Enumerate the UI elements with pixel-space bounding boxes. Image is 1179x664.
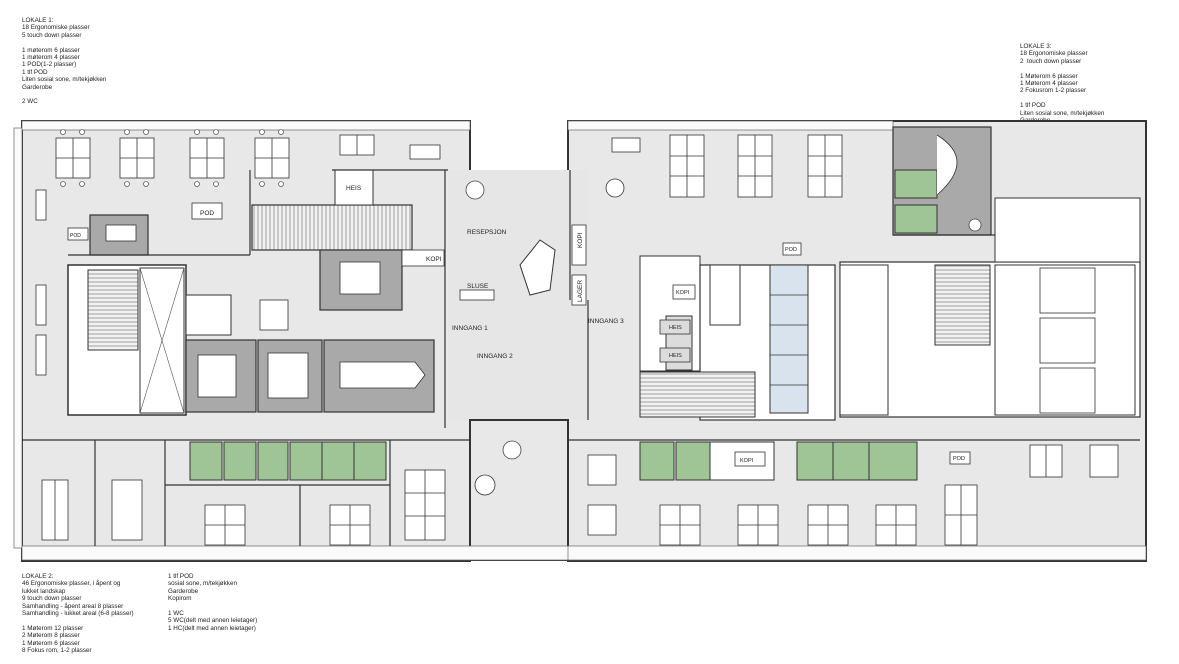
note-line: 18 Ergonomiske plasser <box>1020 50 1088 58</box>
label-inngang-3: INNGANG 3 <box>588 318 624 325</box>
focus-rooms <box>189 169 938 481</box>
note-line: LOKALE 3: <box>1020 43 1052 50</box>
label-kopi-core: KOPI <box>676 290 690 296</box>
label-kopi-vertical: KOPI <box>577 232 584 248</box>
stairwell-right <box>639 371 756 418</box>
kopi-room-center <box>401 249 445 267</box>
note-line: 1 Møterom 4 plasser <box>1020 80 1078 88</box>
note-line: LOKALE 1: <box>22 17 54 24</box>
note-line: 1 møterom 4 plasser <box>22 54 80 62</box>
note-line: 2 Fokusrom 1-2 plasser <box>1020 87 1087 95</box>
note-line: 18 Ergonomiske plasser <box>22 24 90 32</box>
lager-room <box>571 274 587 306</box>
label-pod-left: POD <box>200 210 214 217</box>
note-line: 1 POD(1-2 plasser) <box>22 61 77 69</box>
note-line: 9 touch down plasser <box>22 595 82 603</box>
note-line: 1 Møterom 6 plasser <box>22 639 80 647</box>
label-kopi-center: KOPI <box>426 256 442 263</box>
note-line: Kopirom <box>168 595 192 603</box>
stairwell-left <box>87 269 139 351</box>
note-line: Garderobe <box>168 587 199 595</box>
label-pod-right: POD <box>953 456 965 462</box>
label-pod-core: POD <box>785 247 797 253</box>
room-labels: HEIS POD POD RESEPSJON KOPI KOPI LAGER S… <box>70 185 965 464</box>
label-inngang-2: INNGANG 2 <box>477 353 513 360</box>
interior-walls <box>22 169 1140 546</box>
workstations-lokale2 <box>41 444 1119 546</box>
note-line: Samhandling - åpent areal 8 plasser <box>22 602 124 610</box>
label-pod-small: POD <box>70 233 81 239</box>
note-line: 5 touch down plasser <box>22 31 82 39</box>
wc-block <box>769 264 809 414</box>
label-inngang-1: INNGANG 1 <box>452 325 488 332</box>
note-line: 1 HC(delt med annen leietager) <box>168 624 256 632</box>
lokale-2-description: LOKALE 2:46 Ergonomiske plasser, i åpent… <box>22 573 134 654</box>
note-line: 1 tlf POD <box>22 68 48 76</box>
note-line: 5 WC(delt med annen leietager) <box>168 617 258 625</box>
label-sluse: SLUSE <box>467 283 489 290</box>
label-kopi-bottom: KOPI <box>740 458 754 464</box>
label-lager: LAGER <box>577 280 584 302</box>
note-line: 1 møterom 6 plasser <box>22 46 80 54</box>
label-heis-a: HEIS <box>669 325 682 331</box>
kopi-vertical <box>571 224 587 266</box>
note-line: sosial sone, m/tekjøkken <box>168 580 237 588</box>
workstations-lokale3 <box>474 134 958 496</box>
note-line: LOKALE 2: <box>22 573 54 580</box>
note-line: 1 tlf POD <box>168 573 194 580</box>
note-line: Samhandling - lukket areal (6-8 plasser) <box>22 610 134 618</box>
note-line: Liten sosial sone, m/tekjøkken <box>1020 109 1105 117</box>
note-line: 1 tlf POD <box>1020 102 1046 110</box>
note-line: 1 WC <box>168 610 184 618</box>
note-line: 8 Fokus rom, 1-2 plasser <box>22 647 92 655</box>
label-resepsjon: RESEPSJON <box>467 229 507 236</box>
note-line: Garderobe <box>22 83 53 91</box>
note-line: 46 Ergonomiske plasser, i åpent og <box>22 580 121 588</box>
reception <box>67 202 971 467</box>
note-line: 1 Møterom 12 plasser <box>22 624 84 632</box>
note-line: 1 Møterom 6 plasser <box>1020 72 1078 80</box>
note-line: 2 touch down plasser <box>1020 57 1082 65</box>
note-line: lukket landskap <box>22 587 66 595</box>
workstations-lokale1 <box>35 129 441 399</box>
note-line: 2 Møterom 8 plasser <box>22 632 80 640</box>
main-staircase <box>251 204 413 251</box>
pod-left <box>191 202 223 220</box>
label-heis-top: HEIS <box>346 185 362 192</box>
note-line: Liten sosial sone, m/tekjøkken <box>22 76 107 84</box>
note-line: 2 WC <box>22 98 38 106</box>
plants <box>465 180 982 460</box>
label-heis-b: HEIS <box>669 353 682 359</box>
